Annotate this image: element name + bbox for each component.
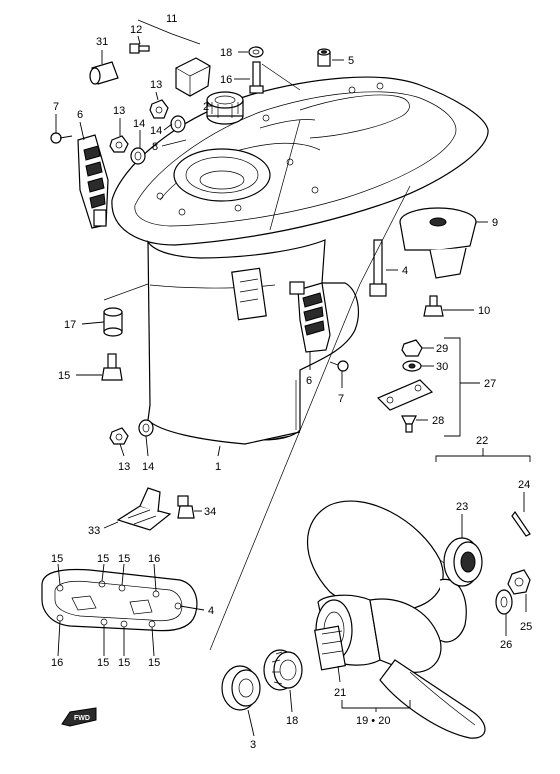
callout-27: 27 bbox=[484, 378, 496, 390]
callout-22: 22 bbox=[476, 435, 488, 447]
callout-11: 11 bbox=[166, 13, 177, 25]
callout-15-plate-c: 15 bbox=[118, 553, 130, 565]
callout-6-lower: 6 bbox=[306, 375, 312, 387]
intake-cover-lower bbox=[289, 281, 331, 353]
callout-31: 31 bbox=[96, 36, 108, 48]
callout-4-right: 4 bbox=[402, 265, 408, 277]
bolt-15-left bbox=[101, 353, 123, 381]
thrust-washer-3 bbox=[221, 665, 261, 711]
callout-16-plate-b: 16 bbox=[51, 657, 63, 669]
callout-14-mid: 14 bbox=[133, 118, 145, 130]
intake-cover-upper bbox=[77, 134, 109, 229]
callout-12: 12 bbox=[130, 24, 142, 36]
callout-23: 23 bbox=[456, 501, 468, 513]
washer-30 bbox=[402, 360, 422, 372]
anode-plate-27 bbox=[376, 379, 434, 411]
gear-case-body bbox=[111, 76, 489, 445]
washer-14-lower bbox=[138, 419, 154, 437]
callout-9: 9 bbox=[492, 217, 498, 229]
bottom-plate bbox=[41, 568, 198, 632]
callout-24: 24 bbox=[518, 479, 530, 491]
cotter-pin-24 bbox=[511, 510, 531, 537]
callout-34: 34 bbox=[204, 506, 216, 518]
callout-15-left: 15 bbox=[58, 370, 70, 382]
callout-16-plate-a: 16 bbox=[148, 553, 160, 565]
callout-labels: 11 12 31 18 5 16 13 2 7 6 13 14 14 8 9 4… bbox=[51, 13, 532, 751]
nut-13-lower bbox=[109, 427, 129, 445]
callout-6-top: 6 bbox=[77, 109, 83, 121]
leader-lines bbox=[55, 19, 531, 737]
callout-13-top: 13 bbox=[150, 79, 162, 91]
callout-15-plate-e: 15 bbox=[118, 657, 130, 669]
callout-10: 10 bbox=[478, 305, 490, 317]
callout-18-top: 18 bbox=[220, 47, 232, 59]
propeller bbox=[307, 500, 486, 739]
callout-26: 26 bbox=[500, 639, 512, 651]
fwd-badge-text: FWD bbox=[74, 715, 90, 722]
nut-13-mid bbox=[109, 135, 129, 153]
washer-14-top bbox=[170, 115, 186, 133]
callout-13-mid: 13 bbox=[113, 105, 125, 117]
callout-33: 33 bbox=[88, 525, 100, 537]
bolt-34 bbox=[177, 495, 195, 519]
callout-15-plate-a: 15 bbox=[51, 553, 63, 565]
callout-5: 5 bbox=[348, 55, 354, 67]
clamp-33 bbox=[116, 487, 172, 531]
callout-15-plate-d: 15 bbox=[97, 657, 109, 669]
bolt-16-top bbox=[249, 61, 264, 94]
bushing-18-lower bbox=[263, 649, 303, 691]
callout-14-top: 14 bbox=[150, 125, 162, 137]
screw-7-lower bbox=[329, 360, 349, 372]
washer-14-mid bbox=[130, 147, 146, 165]
nut-13-top bbox=[149, 99, 169, 119]
callout-8: 8 bbox=[152, 141, 158, 153]
washer-18 bbox=[248, 46, 264, 58]
spline-bushing-21 bbox=[314, 625, 346, 671]
callout-17: 17 bbox=[64, 319, 76, 331]
bolt-10 bbox=[423, 295, 444, 317]
pin-31 bbox=[89, 61, 119, 85]
callout-18-lower: 18 bbox=[286, 715, 298, 727]
callout-7-top: 7 bbox=[53, 101, 59, 113]
collar-5 bbox=[317, 48, 331, 67]
bolt-12 bbox=[129, 43, 150, 54]
callout-25: 25 bbox=[520, 621, 532, 633]
bolt-4 bbox=[369, 239, 387, 297]
callout-14-lower: 14 bbox=[142, 461, 154, 473]
callout-16-top: 16 bbox=[220, 74, 232, 86]
nut-25 bbox=[507, 569, 531, 595]
callout-28: 28 bbox=[432, 415, 444, 427]
bushing-17 bbox=[103, 307, 123, 337]
callout-13-lower: 13 bbox=[118, 461, 130, 473]
callout-30: 30 bbox=[436, 361, 448, 373]
callout-3: 3 bbox=[250, 739, 256, 751]
callout-1: 1 bbox=[215, 461, 221, 473]
callout-15-plate-b: 15 bbox=[97, 553, 109, 565]
callout-7-lower: 7 bbox=[338, 393, 344, 405]
callout-19-20: 19 • 20 bbox=[356, 715, 390, 727]
callout-29: 29 bbox=[436, 343, 448, 355]
callout-15-plate-f: 15 bbox=[148, 657, 160, 669]
spacer-23 bbox=[443, 537, 483, 587]
callout-4-plate: 4 bbox=[208, 605, 214, 617]
callout-2: 2 bbox=[203, 101, 209, 113]
fwd-badge: FWD bbox=[61, 707, 97, 727]
anode-block-11 bbox=[175, 57, 211, 97]
nut-29 bbox=[401, 339, 423, 357]
callout-21: 21 bbox=[334, 687, 346, 699]
screw-7-top bbox=[50, 132, 73, 144]
screw-28 bbox=[401, 415, 417, 433]
trim-tab-9 bbox=[399, 207, 477, 279]
washer-26 bbox=[495, 589, 513, 615]
bearing-2 bbox=[206, 91, 244, 125]
